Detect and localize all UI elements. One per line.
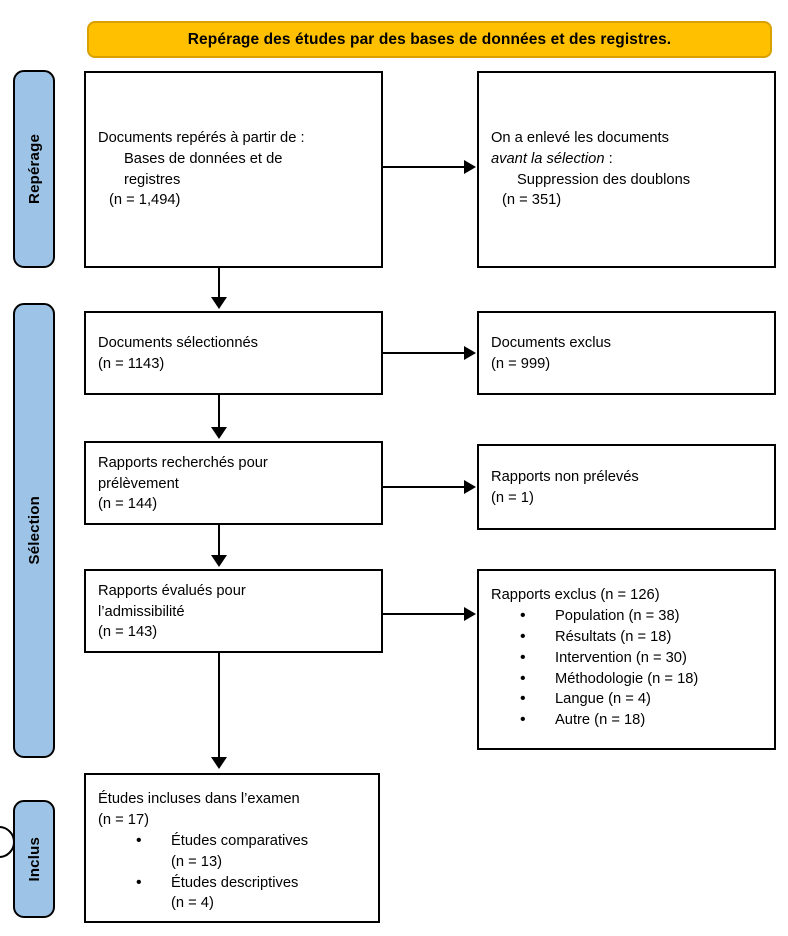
arrowhead-assessed-to-excluded-reports	[464, 607, 476, 621]
connector-identification-to-screened	[218, 268, 221, 299]
phase-tab-selection-label: Sélection	[25, 496, 43, 565]
removed-line-3: Suppression des doublons	[517, 171, 691, 188]
box-records-screened: Documents sélectionnés (n = 1143)	[84, 311, 383, 395]
removed-line-2: avant la sélection :	[491, 149, 763, 170]
list-item: Méthodologie (n = 18)	[491, 668, 763, 691]
arrowhead-screened-to-sought	[211, 427, 227, 439]
connector-sought-to-notretrieved	[383, 486, 465, 489]
connector-assessed-to-excluded-reports	[383, 613, 465, 616]
included-item-count: (n = 13)	[171, 853, 223, 870]
included-study-type-list: Études comparatives (n = 13) Études desc…	[98, 830, 367, 915]
arrowhead-identification-to-removed	[464, 160, 476, 174]
sought-count: (n = 144)	[98, 496, 158, 513]
assessed-count: (n = 143)	[98, 624, 158, 641]
sought-line-1: Rapports recherchés pour	[98, 454, 268, 471]
excluded-reports-heading: Rapports exclus (n = 126)	[491, 587, 660, 603]
excluded-reports-reason-list: Population (n = 38) Résultats (n = 18) I…	[491, 605, 763, 732]
identification-line-3: registres	[124, 171, 181, 188]
connector-sought-to-assessed	[218, 524, 221, 557]
included-item-count: (n = 4)	[171, 895, 214, 912]
list-item: Résultats (n = 18)	[491, 626, 763, 649]
removed-line-2-italic: avant la sélection	[491, 150, 605, 167]
list-item: Langue (n = 4)	[491, 688, 763, 711]
box-reports-sought: Rapports recherchés pour prélèvement (n …	[84, 441, 383, 525]
list-item: Études descriptives (n = 4)	[98, 872, 367, 915]
box-studies-included: Études incluses dans l’examen (n = 17) É…	[84, 773, 380, 923]
connector-screened-to-sought	[218, 395, 221, 429]
phase-tab-reperage: Repérage	[13, 70, 55, 268]
assessed-line-1: Rapports évalués pour	[98, 582, 246, 599]
included-line-1: Études incluses dans l’examen	[98, 791, 300, 807]
removed-line-2-tail: :	[604, 150, 613, 167]
diagram-title-text: Repérage des études par des bases de don…	[187, 30, 672, 48]
phase-tab-inclus-label: Inclus	[25, 836, 43, 882]
sought-line-2: prélèvement	[98, 475, 179, 492]
box-records-excluded: Documents exclus (n = 999)	[477, 311, 776, 395]
box-reports-assessed: Rapports évalués pour l’admissibilité (n…	[84, 569, 383, 653]
arrowhead-sought-to-assessed	[211, 555, 227, 567]
box-identification: Documents repérés à partir de : Bases de…	[84, 71, 383, 268]
box-records-removed: On a enlevé les documents avant la sélec…	[477, 71, 776, 268]
phase-tab-selection: Sélection	[13, 303, 55, 758]
phase-tab-inclus: Inclus	[13, 800, 55, 918]
connector-screened-to-excluded	[383, 352, 465, 355]
connector-identification-to-removed	[383, 166, 465, 169]
removed-count: (n = 351)	[502, 192, 562, 209]
screened-line-1: Documents sélectionnés	[98, 335, 259, 352]
arrowhead-screened-to-excluded	[464, 346, 476, 360]
identification-line-2: Bases de données et de	[124, 150, 283, 167]
excluded-records-count: (n = 999)	[491, 356, 551, 372]
list-item: Études comparatives (n = 13)	[98, 830, 367, 873]
screened-count: (n = 1143)	[98, 356, 165, 372]
excluded-records-line-1: Documents exclus	[491, 335, 611, 352]
not-retrieved-count: (n = 1)	[491, 490, 534, 506]
included-item-label: Études descriptives	[171, 874, 299, 891]
connector-assessed-to-included	[218, 653, 221, 759]
included-count: (n = 17)	[98, 811, 150, 828]
list-item: Autre (n = 18)	[491, 709, 763, 732]
removed-line-1: On a enlevé les documents	[491, 129, 669, 146]
box-reports-not-retrieved: Rapports non prélevés (n = 1)	[477, 444, 776, 530]
phase-tab-reperage-label: Repérage	[25, 134, 43, 204]
arrowhead-identification-to-screened	[211, 297, 227, 309]
arrowhead-sought-to-notretrieved	[464, 480, 476, 494]
identification-count: (n = 1,494)	[109, 192, 181, 209]
box-reports-excluded: Rapports exclus (n = 126) Population (n …	[477, 569, 776, 750]
diagram-title-banner: Repérage des études par des bases de don…	[87, 21, 772, 58]
list-item: Population (n = 38)	[491, 605, 763, 628]
not-retrieved-line-1: Rapports non prélevés	[491, 469, 639, 486]
included-item-label: Études comparatives	[171, 832, 309, 849]
identification-line-1: Documents repérés à partir de :	[98, 129, 305, 146]
assessed-line-2: l’admissibilité	[98, 603, 185, 620]
arrowhead-assessed-to-included	[211, 757, 227, 769]
list-item: Intervention (n = 30)	[491, 647, 763, 670]
